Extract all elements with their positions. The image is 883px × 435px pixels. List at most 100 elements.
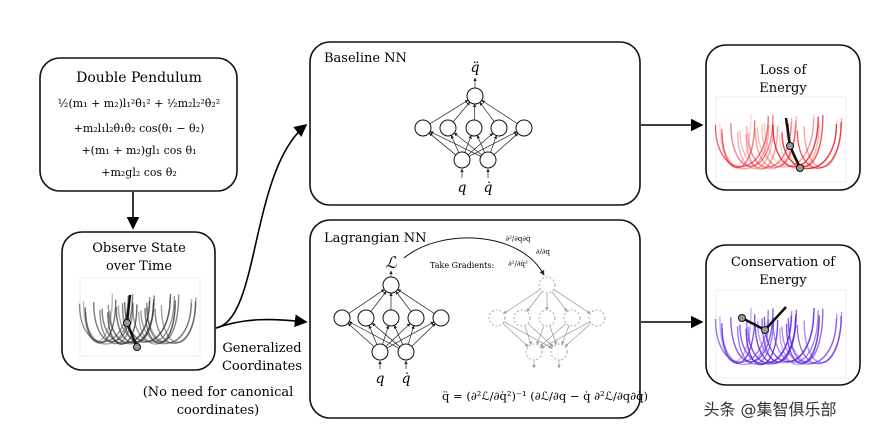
trajectory-curve <box>761 116 798 168</box>
network-edge <box>348 289 385 314</box>
trajectory-curve <box>109 302 154 345</box>
flow-arrows <box>126 118 704 329</box>
network-edge <box>370 291 387 312</box>
trajectory-curve <box>756 312 815 364</box>
network-node <box>397 343 415 361</box>
trajectory-curve <box>721 120 756 169</box>
network-node <box>357 309 375 327</box>
equation-line: ½(m₁ + m₂)l₁²θ̇₁² + ½m₂l₂²θ̇₂² <box>58 97 220 110</box>
canonical-note-line2: coordinates) <box>177 403 259 418</box>
network-edge <box>527 323 554 347</box>
network-edge <box>493 133 519 155</box>
grad-qdot2-label: ∂²/∂q̇² <box>508 260 528 268</box>
lagrangian-network <box>333 270 450 369</box>
grad-q-label: ∂/∂q <box>536 248 551 256</box>
generalized-label-line1: Generalized <box>222 341 301 356</box>
network-node <box>479 151 497 169</box>
network-edge <box>526 291 543 312</box>
gradient-arrow <box>403 237 545 276</box>
network-node <box>588 309 606 327</box>
trajectory-curve <box>92 294 134 343</box>
network-node <box>453 151 471 169</box>
pendulum-trajectory-image <box>78 277 201 357</box>
trajectory-curve <box>747 124 796 170</box>
conservation-trajectory-image <box>714 289 847 379</box>
gradient-network <box>488 276 606 369</box>
observe-box: Observe State over Time <box>61 231 216 371</box>
trajectory-curve <box>754 120 797 169</box>
network-edge <box>368 325 378 345</box>
network-edge <box>564 323 592 347</box>
network-edge <box>479 102 495 122</box>
trajectory-curve <box>730 114 774 167</box>
network-edge <box>429 99 469 125</box>
network-node <box>382 309 400 327</box>
lagrangian-title: Lagrangian NN <box>324 231 427 246</box>
network-node <box>538 309 556 327</box>
lagrangian-input-qdot: q̇ <box>402 371 411 387</box>
trajectory-curve <box>730 308 774 363</box>
network-node <box>490 119 508 137</box>
image-frame <box>715 289 847 379</box>
trajectory-curve <box>117 297 171 344</box>
trajectory-curve <box>781 317 838 365</box>
network-edge <box>407 325 415 345</box>
trajectory-curve <box>747 318 796 365</box>
lagrangian-output-label: ℒ <box>385 253 397 272</box>
trajectory-curve <box>754 313 797 364</box>
network-node <box>439 119 457 137</box>
baseline-input-q: q <box>458 180 467 196</box>
trajectory-curve <box>721 314 756 364</box>
baseline-title: Baseline NN <box>324 51 407 66</box>
trajectory-curve <box>745 319 779 366</box>
network-node <box>432 309 450 327</box>
image-frame <box>715 96 847 183</box>
network-edge <box>549 325 557 345</box>
trajectory-curve <box>131 296 176 343</box>
network-edge <box>561 325 570 345</box>
trajectory-curve <box>779 319 820 366</box>
network-edge <box>476 135 486 153</box>
pendulum-bob <box>133 343 141 351</box>
network-edge <box>428 132 457 156</box>
network-node <box>465 119 483 137</box>
watermark: 头条 @集智俱乐部 <box>703 400 836 419</box>
trajectory-curve <box>745 125 779 170</box>
network-edge <box>472 103 477 121</box>
trajectory-curve <box>154 301 197 344</box>
conservation-title-line2: Energy <box>759 273 807 288</box>
grad-mixed-label: ∂²/∂q∂q̇ <box>506 235 532 243</box>
loss-title-line1: Loss of <box>760 63 808 78</box>
trajectory-curve <box>84 299 117 344</box>
network-edge <box>395 291 412 312</box>
network-edge <box>411 323 436 347</box>
equation-line: +m₂l₁l₂θ̇₁θ̇₂ cos(θ₁ − θ₂) <box>74 122 205 135</box>
baseline-nn-box: Baseline NN q̈ q q̇ <box>309 41 641 206</box>
loss-trajectory-image <box>714 96 847 183</box>
network-edge <box>502 323 529 347</box>
baseline-output-label: q̈ <box>471 60 480 76</box>
trajectory-curve <box>772 116 819 168</box>
baseline-network <box>414 77 533 178</box>
network-node <box>333 309 351 327</box>
pendulum-bob <box>796 164 804 172</box>
network-edge <box>452 101 471 123</box>
pendulum-bob <box>786 142 794 150</box>
trajectory-curve <box>146 294 180 343</box>
network-edge <box>503 289 541 314</box>
network-edge <box>393 324 404 345</box>
network-edge <box>347 323 375 347</box>
network-edge <box>371 322 401 348</box>
trajectory-curve <box>796 122 842 169</box>
network-edge <box>397 289 435 314</box>
take-gradients-label: Take Gradients: <box>430 261 494 270</box>
network-node <box>513 309 531 327</box>
canonical-note-line1: (No need for canonical <box>143 385 294 400</box>
equation-line: +(m₁ + m₂)gl₁ cos θ₁ <box>81 144 196 157</box>
network-edge <box>348 321 400 349</box>
network-node <box>550 343 568 361</box>
observe-title-line1: Observe State <box>92 241 186 256</box>
trajectory-curve <box>772 310 819 363</box>
network-edge <box>490 135 498 153</box>
